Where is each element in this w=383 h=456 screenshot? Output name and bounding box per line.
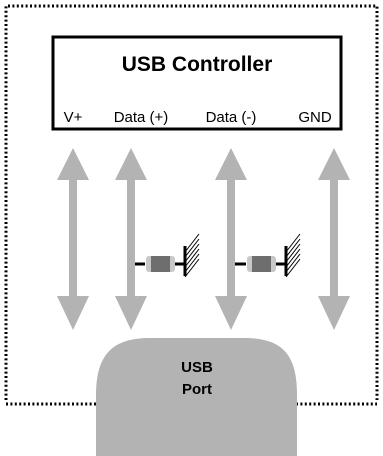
usb-port-label-line1: USB — [181, 359, 213, 376]
arrow-gnd — [318, 148, 350, 330]
usb-controller-box — [51, 35, 343, 131]
ground-hatch-data-plus — [184, 233, 200, 278]
arrow-data-minus — [215, 148, 247, 330]
controller-title: USB Controller — [122, 53, 273, 76]
usb-port-shape — [96, 338, 297, 456]
esd-component-data-minus — [235, 233, 301, 278]
pin-label-data-plus: Data (+) — [114, 109, 169, 126]
esd-component-data-plus — [135, 233, 200, 278]
pin-label-vplus: V+ — [64, 109, 83, 126]
arrow-vplus — [57, 148, 89, 330]
usb-port-label-line2: Port — [182, 381, 212, 398]
arrow-data-plus — [115, 148, 147, 330]
pin-label-gnd: GND — [298, 109, 332, 126]
ground-hatch-data-minus — [285, 233, 301, 278]
pin-label-data-minus: Data (-) — [206, 109, 257, 126]
